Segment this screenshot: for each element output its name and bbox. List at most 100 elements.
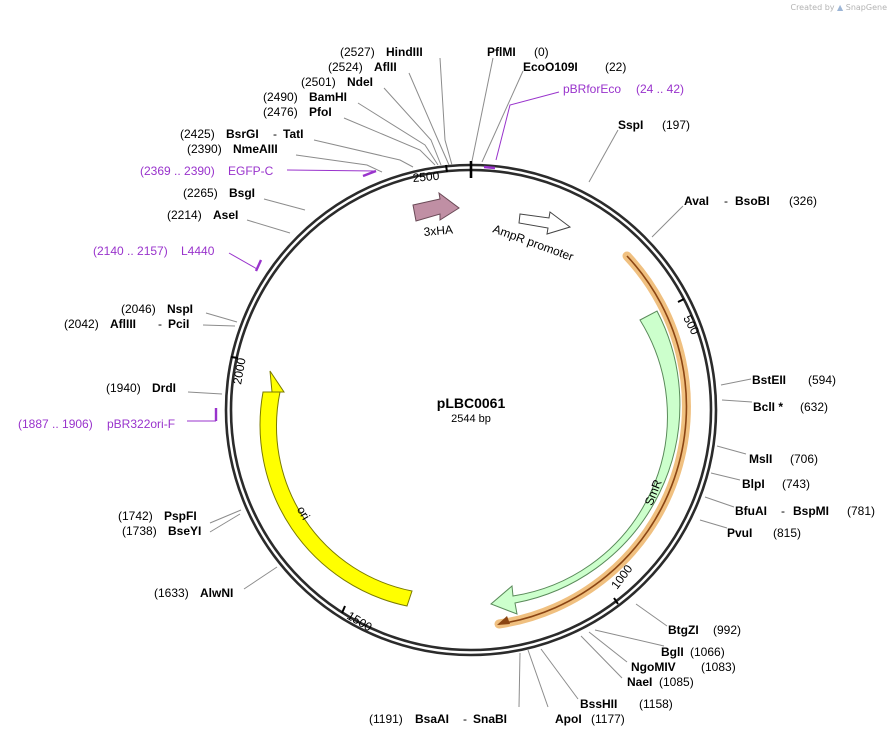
feature-3xha-arrow[interactable] <box>412 191 460 222</box>
primer-range: (2140 .. 2157) <box>93 244 168 258</box>
site-name: BlpI <box>742 477 765 491</box>
site-hindiii[interactable]: (2527) HindIII <box>340 45 423 59</box>
site-position: (632) <box>800 400 828 414</box>
site-bsteii[interactable]: BstEII(594) <box>752 373 836 387</box>
site-btgzi[interactable]: BtgZI(992) <box>668 623 741 637</box>
site-name: BclI * <box>753 400 783 414</box>
tick-label: 1500 <box>344 609 374 635</box>
site-name: DrdI <box>152 381 176 395</box>
site-position: (743) <box>782 477 810 491</box>
primer-egfp-c[interactable]: (2369 .. 2390)EGFP-C <box>140 164 274 178</box>
tick-label: 2500 <box>412 169 440 185</box>
site-name: HindIII <box>386 45 423 59</box>
site-name: BamHI <box>309 90 347 104</box>
site-name: BseYI <box>168 524 201 538</box>
site-ecoo109i[interactable]: EcoO109I(22) <box>523 60 626 74</box>
site-name: BsgI <box>229 186 255 200</box>
credit-prefix: Created by <box>790 3 835 12</box>
site-apoi[interactable]: ApoI(1177) <box>555 712 625 726</box>
plasmid-name: pLBC0061 <box>437 395 506 411</box>
site-name: SspI <box>618 118 643 132</box>
site-name: AlwNI <box>200 586 233 600</box>
site-nspi[interactable]: (2046)NspI <box>121 302 193 316</box>
site-avai[interactable]: AvaI-BsoBI(326) <box>684 194 817 208</box>
feature-smr-arrow[interactable] <box>490 310 681 615</box>
site-bsshii[interactable]: BssHII(1158) <box>580 697 673 711</box>
primer-labels: pBRforEco(24 .. 42) (2369 .. 2390)EGFP-C… <box>18 82 684 431</box>
feature-ampr-promoter-arrow[interactable] <box>518 211 572 235</box>
site-bcli[interactable]: BclI * (632) <box>753 400 828 414</box>
primer-range: (1887 .. 1906) <box>18 417 93 431</box>
site-position: (1083) <box>701 660 736 674</box>
site-blpi[interactable]: BlpI (743) <box>742 477 810 491</box>
site-name-2: SnaBI <box>473 712 507 726</box>
site-naei[interactable]: NaeI(1085) <box>627 675 694 689</box>
site-name: AflIII <box>110 317 136 331</box>
site-position: (1158) <box>639 697 673 711</box>
site-name-2: BspMI <box>793 504 829 518</box>
site-position: (1191) <box>369 712 403 726</box>
site-drdi[interactable]: (1940)DrdI <box>106 381 176 395</box>
site-separator: - <box>273 127 277 141</box>
feature-ori-arrow[interactable] <box>259 370 413 607</box>
credit-brand: SnapGene <box>845 3 887 12</box>
site-name: NaeI <box>627 675 652 689</box>
site-name: AflII <box>374 60 397 74</box>
site-name: BfuAI <box>735 504 767 518</box>
site-sspi[interactable]: SspI (197) <box>618 118 690 132</box>
site-separator: - <box>781 504 785 518</box>
site-position: (1177) <box>591 712 625 726</box>
site-bsgi[interactable]: (2265)BsgI <box>183 186 255 200</box>
site-position: (706) <box>790 452 818 466</box>
site-position: (815) <box>773 526 801 540</box>
site-bfuai[interactable]: BfuAI-BspMI(781) <box>735 504 875 518</box>
site-name: PvuI <box>727 526 752 540</box>
site-leaders <box>187 57 753 708</box>
site-bgli[interactable]: BglI(1066) <box>661 645 725 659</box>
site-bamhi[interactable]: (2490) BamHI <box>263 90 347 104</box>
primer-name: pBR322ori-F <box>107 417 175 431</box>
site-aflii[interactable]: (2524)AflII <box>328 60 397 74</box>
site-bseyi[interactable]: (1738) BseYI <box>122 524 201 538</box>
primer-highlight-line <box>498 255 688 625</box>
tick-2000: 2000 <box>230 356 249 386</box>
site-pvui[interactable]: PvuI (815) <box>727 526 801 540</box>
site-name: PspFI <box>164 509 197 523</box>
site-bsrgi[interactable]: (2425)BsrGI-TatI <box>180 127 303 141</box>
site-name-2: BsoBI <box>735 194 770 208</box>
site-name: BsaAI <box>415 712 449 726</box>
site-position: (2527) <box>340 45 375 59</box>
site-position: (2476) <box>263 105 298 119</box>
snapgene-credit: Created by ▲ SnapGene <box>790 3 887 12</box>
tick-1500: 1500 <box>341 605 375 635</box>
plasmid-length: 2544 bp <box>451 413 491 425</box>
primer-pbr322ori-f[interactable]: (1887 .. 1906) pBR322ori-F <box>18 417 175 431</box>
site-msli[interactable]: MslI(706) <box>749 452 818 466</box>
site-position: (2490) <box>263 90 298 104</box>
tick-label: 2000 <box>230 356 248 385</box>
site-pspfi[interactable]: (1742)PspFI <box>118 509 197 523</box>
site-ndei[interactable]: (2501)NdeI <box>301 75 373 89</box>
site-position: (0) <box>534 45 549 59</box>
site-alwni[interactable]: (1633)AlwNI <box>154 586 233 600</box>
primer-leaders <box>187 91 560 422</box>
site-position: (2425) <box>180 127 215 141</box>
site-position: (1738) <box>122 524 157 538</box>
site-position: (2046) <box>121 302 156 316</box>
primer-l4440[interactable]: (2140 .. 2157)L4440 <box>93 244 215 258</box>
site-asei[interactable]: (2214)AseI <box>167 208 238 222</box>
site-name: NmeAIII <box>233 142 278 156</box>
site-pflmi[interactable]: PflMI(0) <box>487 45 549 59</box>
site-position: (197) <box>662 118 690 132</box>
site-pfoi[interactable]: (2476)PfoI <box>263 105 332 119</box>
site-name: AseI <box>213 208 238 222</box>
primer-name: pBRforEco <box>563 82 621 96</box>
tick-2500: 2500 <box>412 164 448 185</box>
site-position: (2390) <box>187 142 222 156</box>
site-nmeaiii[interactable]: (2390) NmeAIII <box>187 142 278 156</box>
site-ngomiv[interactable]: NgoMIV(1083) <box>631 660 736 674</box>
site-bsaai[interactable]: (1191)BsaAI-SnaBI <box>369 712 507 726</box>
site-afliii[interactable]: (2042)AflIII-PciI <box>64 317 189 331</box>
primer-pbrforeco[interactable]: pBRforEco(24 .. 42) <box>563 82 684 96</box>
primer-range: (2369 .. 2390) <box>140 164 215 178</box>
